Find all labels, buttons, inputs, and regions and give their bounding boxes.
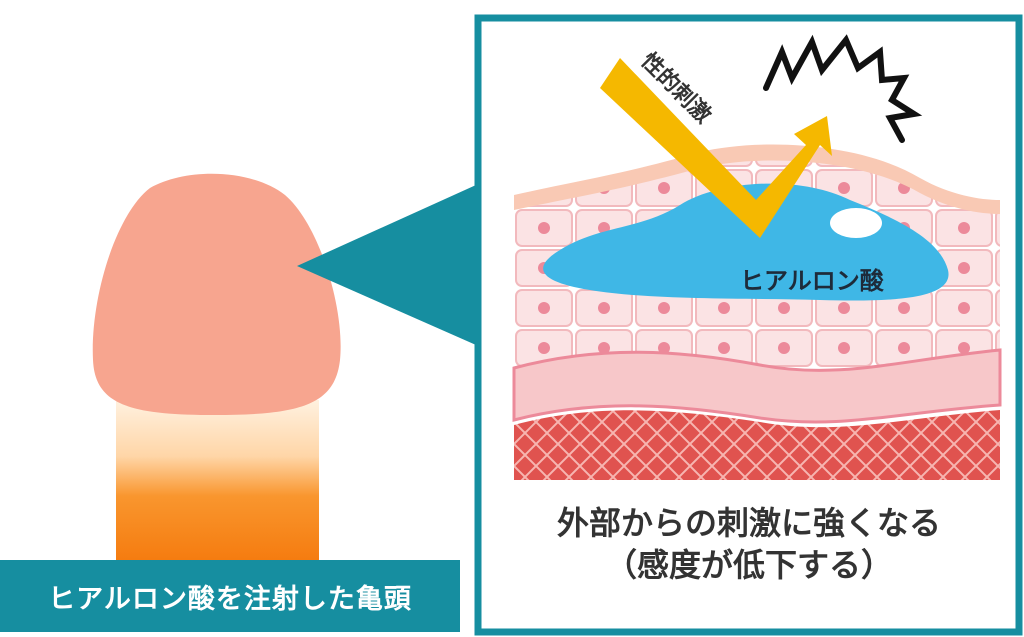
basal-layer: [512, 348, 1002, 424]
left-caption: ヒアルロン酸を注射した亀頭: [0, 560, 460, 632]
inset-caption-line2: （感度が低下する）: [604, 546, 893, 584]
skin-cross-section: [512, 144, 1002, 480]
glans-illustration: [92, 173, 341, 560]
glans-head: [92, 173, 341, 415]
left-caption-text: ヒアルロン酸を注射した亀頭: [48, 583, 412, 615]
dermis-layer: [514, 410, 1000, 480]
burst-icon: [763, 34, 923, 143]
callout-pointer: [297, 185, 476, 345]
blob-highlight: [830, 208, 882, 238]
skin-surface: [514, 144, 1000, 214]
stimulus-arrow: [600, 58, 832, 238]
shaft: [116, 400, 319, 560]
inset-caption-line1: 外部からの刺激に強くなる: [556, 504, 941, 542]
inset-caption: 外部からの刺激に強くなる （感度が低下する）: [482, 502, 1016, 586]
hyaluronic-acid-label: ヒアルロン酸: [740, 267, 885, 295]
